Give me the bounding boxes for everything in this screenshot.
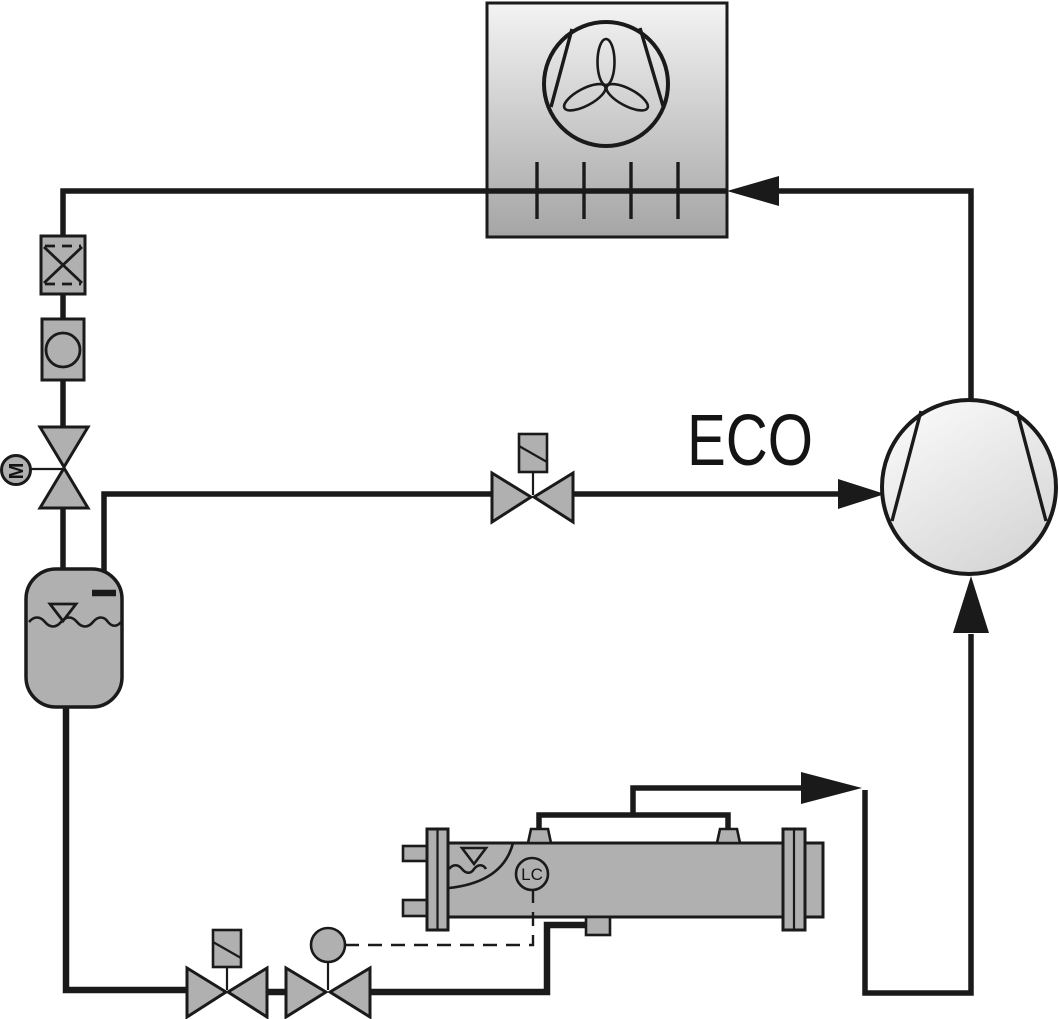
compressor-body bbox=[880, 398, 1058, 576]
eco-label: ECO bbox=[687, 401, 813, 481]
flow-arrow-suction bbox=[801, 772, 862, 804]
eco-valve-left-triangle bbox=[490, 470, 534, 525]
evap-baffle-curve bbox=[448, 842, 515, 890]
fan-chord-left bbox=[549, 28, 574, 108]
compressor bbox=[880, 398, 1058, 576]
liquid-line-solenoid-valve bbox=[185, 928, 269, 1019]
sight-glass-body bbox=[40, 317, 86, 382]
pipe-evaporator-header bbox=[536, 812, 731, 845]
water-stub-top bbox=[401, 844, 431, 863]
valve-right-triangle bbox=[225, 965, 269, 1019]
pipe-receiver-to-bottom-valves bbox=[62, 703, 189, 994]
solenoid-diagonal bbox=[518, 445, 548, 463]
liquid-level-line bbox=[28, 616, 123, 628]
feed-nozzle-bottom bbox=[584, 915, 612, 937]
sight-glass-symbol bbox=[40, 317, 86, 382]
motor-expansion-valve: M bbox=[0, 425, 91, 510]
pilot-actuator-icon bbox=[309, 926, 347, 964]
air-cooled-condenser bbox=[485, 1, 729, 239]
pipe-evaporator-outlet bbox=[630, 785, 804, 815]
flooded-evaporator bbox=[401, 827, 825, 937]
motor-label: M bbox=[6, 463, 28, 480]
solenoid-diagonal bbox=[212, 941, 242, 959]
fan-chord-right bbox=[638, 27, 665, 107]
pipe-compressor-discharge bbox=[779, 188, 974, 399]
sight-glass-lens-icon bbox=[44, 331, 82, 369]
valve-left-triangle bbox=[284, 965, 329, 1019]
filter-drier-x-icon bbox=[43, 245, 83, 285]
motor-icon: M bbox=[0, 454, 32, 486]
fan-icon bbox=[542, 20, 670, 148]
pipe-eco-left bbox=[101, 491, 493, 594]
condenser-body bbox=[485, 1, 729, 239]
receiver-flash-tank bbox=[24, 567, 124, 709]
suction-nozzle-right bbox=[715, 827, 742, 845]
valve-left-triangle bbox=[185, 965, 229, 1019]
level-mark-icon bbox=[47, 602, 79, 624]
filter-drier-symbol bbox=[39, 234, 87, 296]
level-controller: LC bbox=[514, 856, 550, 892]
eco-line bbox=[101, 479, 885, 594]
pipe-feed-to-evaporator bbox=[369, 921, 588, 996]
evaporator-shell bbox=[446, 841, 785, 919]
eco-solenoid-valve bbox=[490, 432, 575, 525]
valve-triangle-bottom bbox=[37, 465, 91, 510]
compressor-chord-left bbox=[890, 410, 923, 522]
flow-arrow-into-compressor-eco bbox=[838, 479, 885, 509]
lc-control-line bbox=[346, 889, 535, 947]
level-control-valve bbox=[284, 926, 372, 1019]
pipe-liquid-line-top bbox=[60, 188, 727, 236]
right-end-cap bbox=[803, 841, 825, 919]
flow-arrow-into-condenser bbox=[727, 176, 779, 206]
fan-propeller-icon bbox=[562, 37, 650, 112]
water-stub-bottom bbox=[401, 898, 431, 918]
evap-liquid-level-line bbox=[447, 863, 488, 875]
fan-circle bbox=[542, 20, 670, 148]
flow-arrow-into-compressor-suction bbox=[953, 576, 989, 633]
level-controller-label: LC bbox=[521, 865, 543, 884]
valve-triangle-top bbox=[37, 425, 91, 470]
evap-level-mark-icon bbox=[459, 846, 489, 867]
pipe-suction-riser bbox=[862, 634, 974, 996]
receiver-body bbox=[24, 567, 124, 709]
compressor-chord-right bbox=[1015, 410, 1048, 522]
valve-right-triangle bbox=[327, 965, 372, 1019]
suction-nozzle-left bbox=[526, 827, 553, 845]
eco-valve-right-triangle bbox=[531, 470, 575, 525]
solenoid-actuator-icon bbox=[211, 928, 243, 969]
level-controller-circle bbox=[514, 856, 550, 892]
